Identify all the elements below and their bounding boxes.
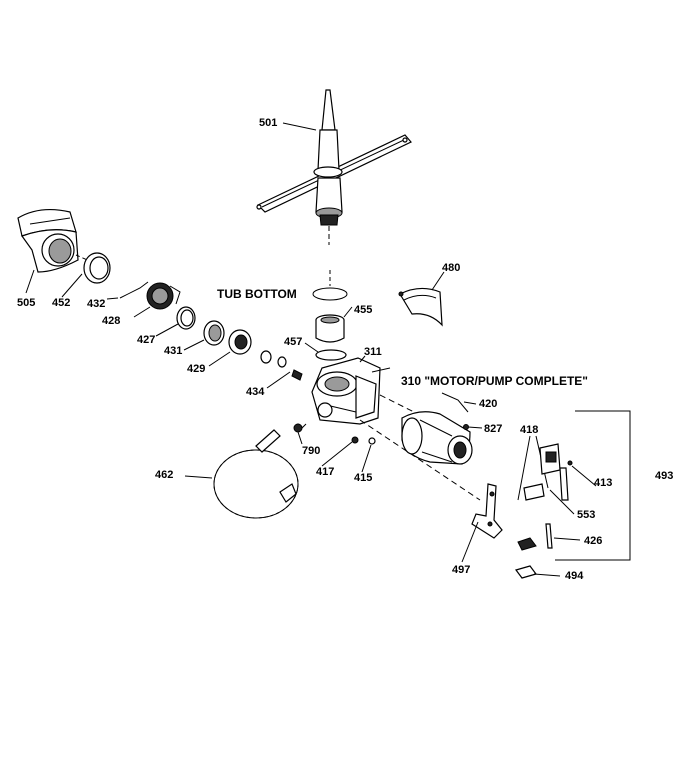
tub-bottom-ring xyxy=(312,287,348,301)
part-494 xyxy=(514,537,538,579)
impeller-428 xyxy=(119,281,181,310)
label-553: 553 xyxy=(577,509,596,521)
motor-827 xyxy=(401,411,473,465)
label-427: 427 xyxy=(137,334,156,346)
label-428: 428 xyxy=(102,315,121,327)
label-426: 426 xyxy=(584,535,603,547)
label-418: 418 xyxy=(520,424,539,436)
spray-arm-501 xyxy=(256,89,412,245)
label-505: 505 xyxy=(17,297,36,309)
motor-pump-complete-label: 310 "MOTOR/PUMP COMPLETE" xyxy=(401,374,588,388)
clamp-457 xyxy=(315,349,347,361)
label-417: 417 xyxy=(316,466,335,478)
label-827: 827 xyxy=(484,423,503,435)
fastener-417 xyxy=(351,436,359,444)
ring-431 xyxy=(203,320,225,346)
sump-housing-505 xyxy=(17,208,93,273)
part-429 xyxy=(228,329,252,355)
label-415: 415 xyxy=(354,472,373,484)
label-429: 429 xyxy=(187,363,206,375)
label-790: 790 xyxy=(302,445,321,457)
tub-bottom-label: TUB BOTTOM xyxy=(217,287,297,301)
label-501: 501 xyxy=(259,117,278,129)
duct-480 xyxy=(398,287,443,327)
label-434: 434 xyxy=(246,386,265,398)
bracket-497 xyxy=(471,483,503,539)
label-493: 493 xyxy=(655,470,674,482)
label-480: 480 xyxy=(442,262,461,274)
label-431: 431 xyxy=(164,345,183,357)
label-413: 413 xyxy=(594,477,613,489)
relay-418 xyxy=(517,435,573,501)
label-494: 494 xyxy=(565,570,584,582)
hose-462 xyxy=(213,429,299,519)
fastener-415 xyxy=(368,437,376,445)
label-432: 432 xyxy=(87,298,106,310)
coupling-455 xyxy=(315,314,345,343)
ring-452 xyxy=(83,252,111,284)
label-462: 462 xyxy=(155,469,174,481)
ring-427 xyxy=(176,306,196,330)
pump-body-311 xyxy=(311,357,481,501)
label-452: 452 xyxy=(52,297,71,309)
fasteners-434 xyxy=(260,350,303,381)
label-457: 457 xyxy=(284,336,303,348)
label-497: 497 xyxy=(452,564,471,576)
bracket-493-outline xyxy=(555,410,631,561)
label-311: 311 xyxy=(364,346,382,358)
wire-420 xyxy=(441,392,469,413)
label-420: 420 xyxy=(479,398,498,410)
leader-lines xyxy=(25,122,597,577)
spring-790 xyxy=(293,423,307,433)
label-455: 455 xyxy=(354,304,373,316)
clip-426 xyxy=(545,523,553,549)
